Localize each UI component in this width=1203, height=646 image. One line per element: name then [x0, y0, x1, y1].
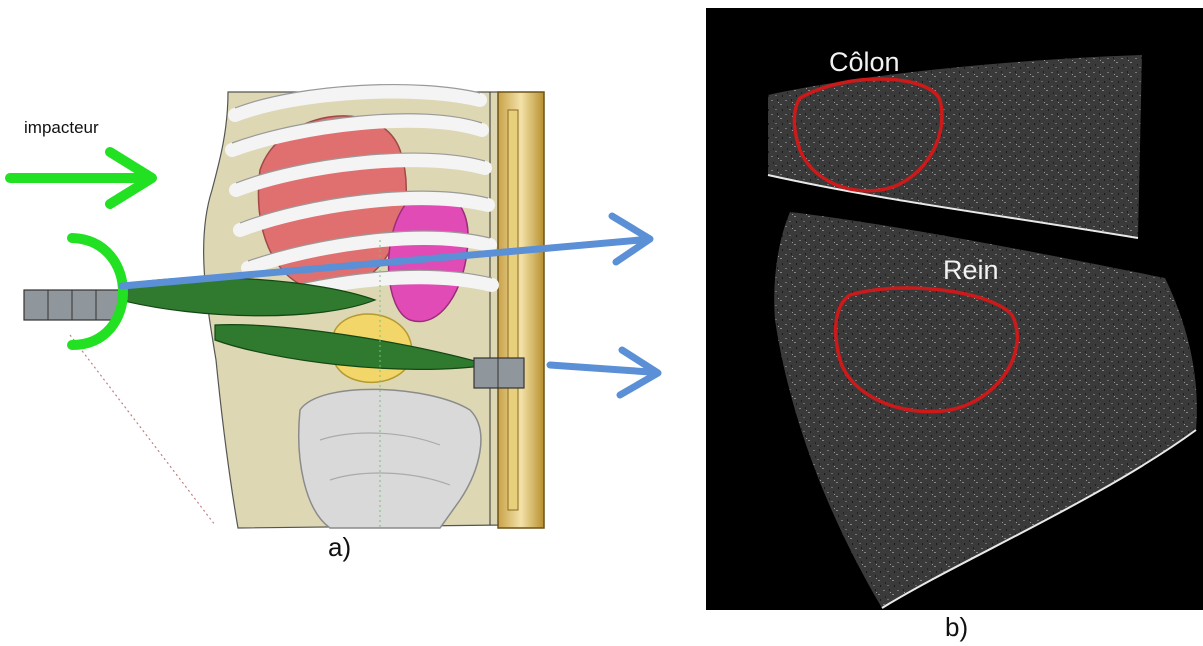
probe-right	[474, 358, 524, 388]
impactor-label: impacteur	[24, 118, 99, 138]
caption-b: b)	[945, 612, 968, 643]
thorax-model	[24, 85, 544, 528]
probe-arrow-lower	[550, 350, 658, 395]
kidney-label: Rein	[943, 255, 999, 285]
colon-organ	[299, 389, 481, 528]
colon-label: Côlon	[829, 47, 900, 77]
probe-left	[24, 290, 120, 320]
impactor-arrow	[10, 152, 152, 204]
spine-board	[498, 92, 544, 528]
caption-a: a)	[328, 532, 351, 563]
